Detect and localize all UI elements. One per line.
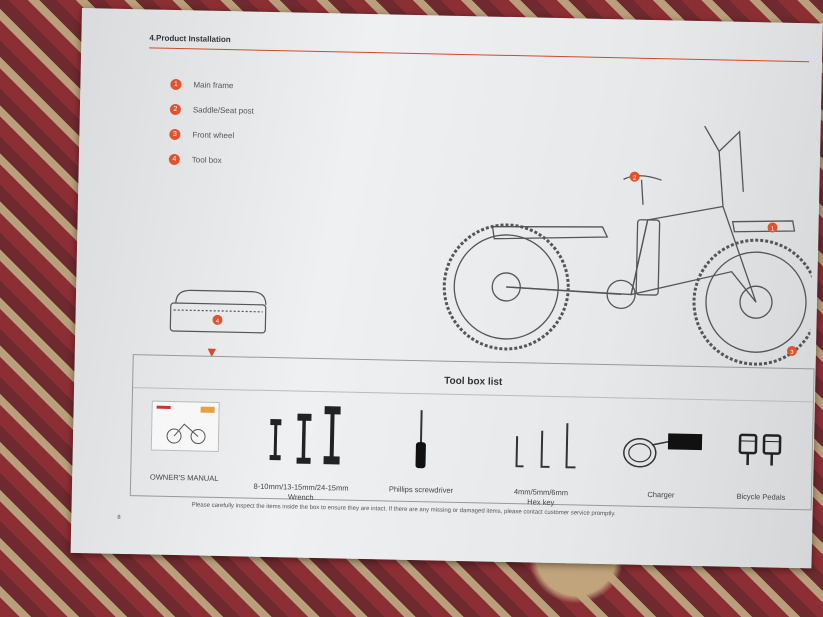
screwdriver-icon: [415, 410, 426, 469]
callout-wheel: [786, 345, 797, 356]
callout-frame-number: 1: [771, 226, 775, 232]
legend-label: Main frame: [193, 80, 234, 91]
legend-number: 3: [169, 128, 181, 141]
tool-label: 8-10mm/13-15mm/24-15mm Wrench: [253, 481, 349, 502]
legend-item: 1 Main frame: [170, 72, 254, 99]
tool-label: Bicycle Pedals: [736, 491, 786, 502]
legend-number: 1: [170, 78, 182, 91]
legend-number: 2: [169, 103, 182, 116]
tool-label: OWNER'S MANUAL: [149, 472, 219, 483]
callout-toolbox-number: 4: [216, 319, 220, 325]
tool-label: Charger: [647, 489, 675, 500]
wrench-icon: [269, 406, 341, 465]
tool-item-pedals: Bicycle Pedals: [711, 412, 813, 503]
legend-item: 3 Front wheel: [169, 122, 253, 149]
callout-seat-number: 2: [633, 176, 637, 182]
section-title: 4.Product Installation: [149, 33, 231, 45]
tool-item-charger: Charger: [611, 410, 713, 501]
tool-label: 4mm/5mm/6mm Hex key: [513, 487, 569, 507]
callout-frame: [767, 222, 778, 233]
callout-wheel-number: 3: [790, 350, 794, 356]
parts-legend: 1 Main frame 2 Saddle/Seat post 3 Front …: [168, 72, 255, 174]
tool-box-list: Tool box list OWNER'S MANUAL: [129, 354, 815, 511]
tool-item-hex-key: 4mm/5mm/6mm Hex key: [481, 407, 603, 508]
legend-item: 2 Saddle/Seat post: [169, 97, 254, 124]
tool-label: Phillips screwdriver: [388, 484, 454, 495]
toolbox-illustration: 4: [169, 289, 267, 334]
tool-list-title: Tool box list: [444, 375, 503, 388]
legend-label: Tool box: [191, 155, 222, 165]
tool-item-wrench: 8-10mm/13-15mm/24-15mm Wrench: [241, 402, 363, 503]
hex-key-icon: [515, 423, 576, 469]
legend-label: Saddle/Seat post: [192, 105, 254, 116]
legend-item: 4 Tool box: [168, 147, 253, 174]
manual-page: 4.Product Installation 1 Main frame 2 Sa…: [70, 8, 823, 569]
legend-label: Front wheel: [192, 130, 235, 141]
page-number: 8: [117, 514, 121, 521]
callout-toolbox: [212, 314, 223, 325]
header-rule: [149, 47, 810, 63]
tool-item-manual: OWNER'S MANUAL: [139, 400, 231, 484]
charger-icon: [623, 433, 703, 468]
pedals-icon: [738, 433, 782, 466]
legend-number: 4: [168, 153, 180, 166]
ebike-illustration: 2 1 3: [442, 125, 815, 366]
manual-icon: [150, 400, 220, 452]
tool-item-screwdriver: Phillips screwdriver: [371, 405, 473, 496]
callout-seat: [629, 171, 640, 182]
